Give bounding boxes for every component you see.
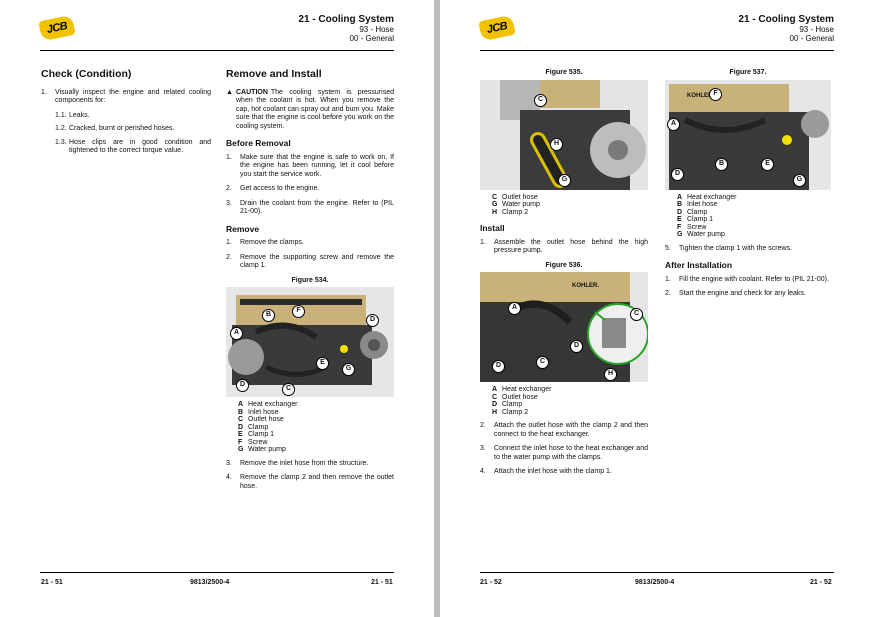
remove-heading: Remove [226, 223, 260, 234]
callout-a: A [230, 327, 243, 340]
callout-d: D [671, 167, 684, 181]
engine-illustration [226, 287, 394, 397]
list-item: 1.Assemble the outlet hose behind the hi… [480, 238, 648, 255]
warning-icon: ▲ [226, 88, 233, 96]
kohler-brand: KOHLER. [572, 283, 599, 289]
install-heading: Install [480, 223, 505, 233]
list-item: 1.Remove the clamps. [226, 239, 304, 246]
callout-g: G [793, 173, 806, 187]
heat-exchanger-illustration [480, 272, 648, 382]
document-code: 9813/2500-4 [190, 579, 230, 586]
pump-illustration [480, 79, 648, 190]
callout-c-2: C [630, 308, 643, 321]
subsection-title: 00 - General [789, 34, 834, 43]
engine-side-illustration [665, 79, 831, 190]
callout-c: C [534, 93, 547, 107]
callout-d-2: D [236, 379, 249, 392]
section-title: 93 - Hose [799, 25, 834, 34]
callout-b: B [262, 309, 275, 322]
right-page: JCB 21 - Cooling System 93 - Hose 00 - G… [440, 0, 874, 617]
engine-figure-536: KOHLER. A D C D C H [480, 272, 648, 382]
list-item: 2.Get access to the engine. [226, 185, 320, 192]
list-item: 4.Attach the inlet hose with the clamp 1… [480, 468, 612, 475]
page-header: 21 - Cooling System 93 - Hose 00 - Gener… [738, 14, 834, 43]
list-item: 5.Tighten the clamp 1 with the screws. [665, 244, 792, 252]
chapter-title: 21 - Cooling System [738, 14, 834, 25]
callout-g: G [558, 173, 571, 187]
page-number: 21 - 51 [41, 579, 63, 586]
engine-figure-535: C H G [480, 79, 648, 190]
page-header: 21 - Cooling System 93 - Hose 00 - Gener… [298, 14, 394, 43]
callout-c: C [282, 383, 295, 396]
callout-a: A [508, 302, 521, 315]
list-item: 1.Fill the engine with coolant. Refer to… [665, 275, 829, 283]
section-title: 93 - Hose [359, 25, 394, 34]
jcb-logo: JCB [38, 14, 76, 42]
callout-h: H [550, 137, 563, 151]
callout-h: H [604, 368, 617, 381]
before-removal-heading: Before Removal [226, 138, 291, 148]
list-subitem: 1.3.Hose clips are in good condition and… [55, 138, 211, 155]
callout-e: E [761, 157, 774, 171]
list-item: 2.Remove the supporting screw and remove… [226, 253, 394, 270]
footer-rule [480, 572, 834, 573]
list-item: 2.Start the engine and check for any lea… [665, 290, 806, 297]
list-item: 1. Visually inspect the engine and relat… [41, 88, 211, 105]
chapter-title: 21 - Cooling System [298, 14, 394, 25]
header-rule [480, 50, 834, 51]
figure-caption: Figure 535. [545, 69, 583, 76]
after-installation-heading: After Installation [665, 260, 733, 270]
callout-f: F [709, 87, 722, 101]
footer-rule [40, 572, 394, 573]
jcb-logo: JCB [478, 14, 516, 42]
kohler-brand: KOHLER [687, 92, 713, 99]
list-item: 3.Remove the inlet hose from the structu… [226, 459, 369, 467]
page-number-right: 21 - 52 [810, 579, 832, 586]
check-heading: Check (Condition) [41, 68, 132, 80]
page-number: 21 - 52 [480, 579, 502, 586]
figure-caption: Figure 536. [545, 261, 583, 269]
header-rule [40, 50, 394, 51]
list-item: 4.Remove the clamp 2 and then remove the… [226, 474, 394, 490]
callout-d: D [366, 314, 379, 327]
list-item: 3.Connect the inlet hose to the heat exc… [480, 445, 648, 461]
callout-c: C [536, 356, 549, 369]
book-gutter [434, 0, 440, 617]
callout-a: A [667, 117, 680, 131]
callout-b: B [715, 157, 728, 171]
left-page: JCB 21 - Cooling System 93 - Hose 00 - G… [0, 0, 434, 617]
subsection-title: 00 - General [349, 34, 394, 43]
callout-d: D [492, 360, 505, 373]
callout-e: E [316, 357, 329, 370]
list-item: 2.Attach the outlet hose with the clamp … [480, 422, 648, 438]
list-item: 1.Make sure that the engine is safe to w… [226, 153, 394, 178]
remove-install-heading: Remove and Install [226, 68, 322, 80]
page-number-right: 21 - 51 [371, 579, 393, 586]
engine-figure-534: A B F D E G D C [226, 287, 394, 397]
figure-caption: Figure 534. [291, 276, 329, 284]
callout-d-2: D [570, 340, 583, 353]
engine-figure-537: KOHLER F A B E D G [665, 79, 831, 190]
figure-caption: Figure 537. [729, 69, 767, 76]
list-subitem: 1.1.Leaks. [55, 111, 90, 119]
check-column: Check (Condition) 1. Visually inspect th… [41, 68, 211, 161]
callout-f: F [292, 305, 305, 318]
document-code: 9813/2500-4 [635, 579, 675, 586]
list-subitem: 1.2.Cracked, burnt or perished hoses. [55, 125, 175, 132]
list-item: 3.Drain the coolant from the engine. Ref… [226, 199, 394, 216]
callout-g: G [342, 363, 355, 376]
